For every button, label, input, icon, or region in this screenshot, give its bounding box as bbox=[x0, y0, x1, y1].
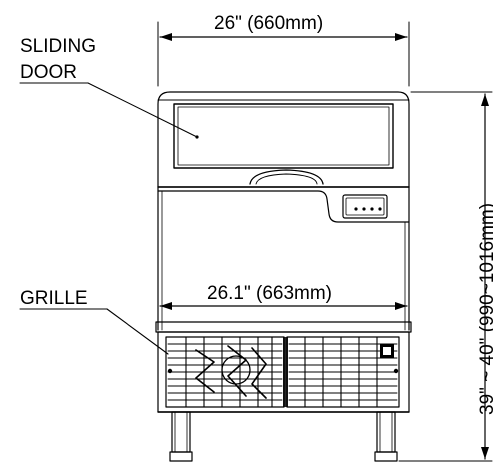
top-width-dimension-label: 26" (660mm) bbox=[214, 13, 324, 34]
control-panel bbox=[157, 190, 410, 223]
height-dimension bbox=[398, 91, 493, 462]
mid-width-dimension-label: 26.1" (663mm) bbox=[207, 283, 333, 304]
upper-cabinet bbox=[157, 91, 410, 188]
mid-width-dimension bbox=[157, 288, 410, 319]
grille-label: GRILLE bbox=[20, 288, 88, 309]
grille-leader bbox=[19, 308, 169, 355]
legs bbox=[169, 411, 398, 462]
sliding-door bbox=[157, 103, 410, 188]
sliding-door-label-line2: DOOR bbox=[20, 62, 77, 83]
top-width-dimension bbox=[157, 21, 410, 87]
grille bbox=[165, 336, 400, 408]
base-section bbox=[155, 321, 412, 413]
sliding-door-label-line1: SLIDING bbox=[20, 36, 97, 57]
sliding-door-leader bbox=[19, 82, 198, 138]
height-dimension-label: 39" ~ 40" (990~1016mm) bbox=[477, 202, 493, 415]
